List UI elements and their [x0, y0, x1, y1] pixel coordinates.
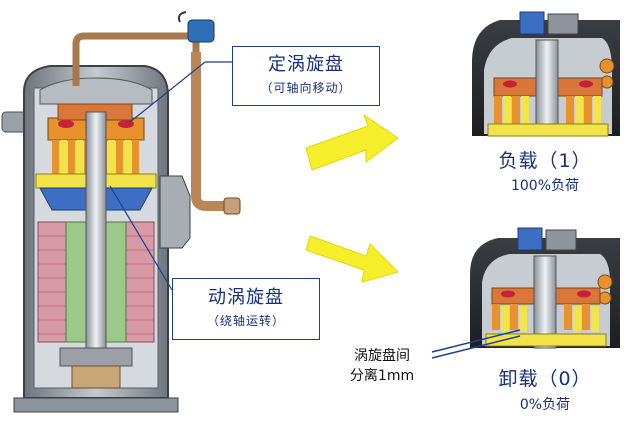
orbiting-scroll-subtitle: （绕轴运转）: [206, 314, 285, 328]
unloaded-detail: [470, 227, 620, 349]
loaded-state-subtitle: 100%负荷: [510, 178, 580, 194]
arrow-to-loaded: [305, 113, 399, 171]
orbiting-scroll-label: 动涡旋盘 （绕轴运转）: [172, 278, 320, 340]
solenoid-valve: [177, 11, 215, 43]
unloaded-state-subtitle: 0%负荷: [519, 397, 571, 413]
terminal-box: [159, 175, 191, 249]
discharge-pipe: [191, 52, 234, 211]
bypass-pipe: [72, 32, 200, 86]
gap-pointer-line-2: [431, 335, 521, 359]
fixed-scroll-leader: [129, 61, 206, 123]
fixed-scroll-label: 定涡旋盘 （可轴向移动）: [232, 46, 380, 106]
orbiting-scroll-title: 动涡旋盘: [208, 287, 284, 308]
gap-note: 涡旋盘间 分离1mm: [334, 346, 430, 386]
unloaded-state-title: 卸载（0）: [498, 368, 592, 390]
crankshaft: [85, 111, 107, 383]
gap-note-line2: 分离1mm: [349, 368, 415, 384]
main-compressor: [1, 11, 241, 413]
fixed-scroll-subtitle: （可轴向移动）: [260, 81, 352, 95]
loaded-state-title: 负载（1）: [498, 150, 592, 172]
fixed-scroll-title: 定涡旋盘: [268, 54, 344, 75]
loaded-detail: [472, 11, 620, 137]
orbiting-scroll-leader: [109, 185, 173, 291]
arrow-to-unloaded: [305, 235, 399, 283]
gap-pointer-line-1: [431, 329, 521, 353]
gap-note-line1: 涡旋盘间: [354, 348, 410, 364]
